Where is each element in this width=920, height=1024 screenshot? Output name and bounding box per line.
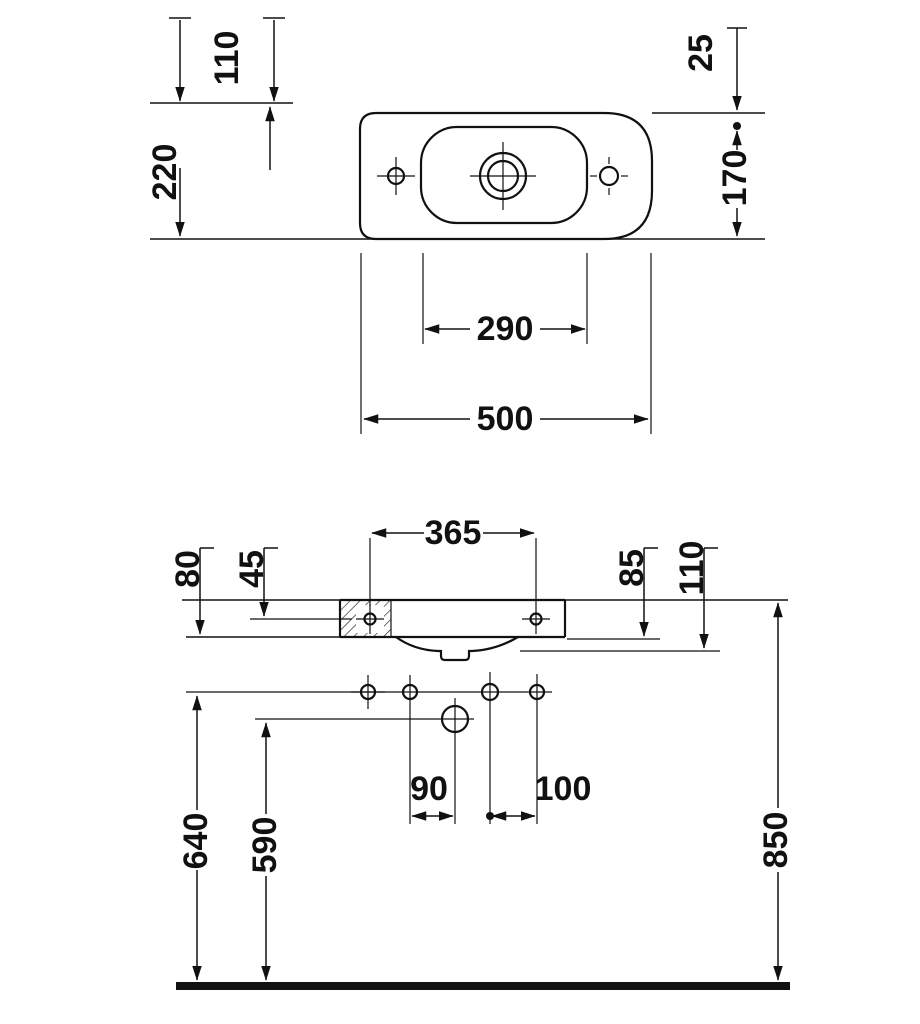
- dim-85-front: 85: [613, 547, 658, 637]
- plan-extension-lines: [150, 102, 765, 434]
- dim-590-front: 590: [246, 722, 284, 981]
- dim-640-front: 640: [177, 695, 215, 981]
- tap-hole-right-plan: [590, 157, 628, 195]
- floor-line: [176, 982, 790, 990]
- dim-label-110-front: 110: [673, 541, 711, 596]
- dim-100-front: 100: [486, 770, 592, 821]
- dim-365-front: 365: [369, 514, 537, 606]
- front-view: 365 80 45 85 110 90: [169, 514, 795, 990]
- tap-hole-left-front: [356, 604, 384, 634]
- dim-label-220-plan: 220: [146, 144, 184, 201]
- fixing-hole-right: [528, 674, 546, 824]
- dim-80-front: 80: [169, 547, 214, 635]
- dim-label-500-plan: 500: [477, 400, 534, 438]
- dim-110-plan: 110: [169, 17, 285, 102]
- dim-170-plan: 170: [716, 130, 754, 237]
- drain-hole-plan: [470, 142, 536, 210]
- tap-hole-left-plan: [377, 157, 415, 195]
- dim-25-plan: 25: [682, 27, 747, 130]
- bowl-underside: [395, 636, 519, 662]
- dim-label-170-plan: 170: [716, 150, 754, 207]
- dim-500-plan: 500: [363, 400, 649, 438]
- dim-label-80: 80: [169, 550, 207, 588]
- dim-label-640: 640: [177, 813, 215, 870]
- dim-label-90: 90: [410, 770, 448, 808]
- dim-label-850: 850: [757, 812, 795, 869]
- front-extension-lines: [182, 599, 788, 720]
- basin-front-outline: [338, 598, 567, 662]
- dim-label-290-plan: 290: [477, 310, 534, 348]
- dim-label-110-plan: 110: [208, 31, 246, 86]
- dim-290-plan: 290: [424, 310, 586, 348]
- dim-220-plan: 220: [146, 106, 275, 237]
- plan-view: 110 220 25 170 290: [146, 17, 765, 438]
- dim-45-front: 45: [233, 547, 278, 617]
- dim-label-365: 365: [425, 514, 482, 552]
- dim-90-front: 90: [410, 770, 454, 821]
- fixing-hole-mid: [401, 675, 419, 824]
- dim-label-590: 590: [246, 817, 284, 874]
- dim-110-front: 110: [673, 541, 718, 649]
- dim-label-85: 85: [613, 549, 651, 587]
- dim-label-25-plan: 25: [682, 34, 720, 72]
- dim-850-front: 850: [757, 602, 795, 981]
- fixing-hole-left: [351, 675, 385, 709]
- tap-hole-right-front: [522, 604, 550, 634]
- overflow-hole: [480, 672, 500, 824]
- drain-outlet-front: [440, 698, 470, 824]
- dim-label-45: 45: [233, 550, 271, 588]
- basin-outline: [358, 111, 654, 241]
- inner-bowl: [419, 125, 589, 225]
- dim-label-100: 100: [535, 770, 592, 808]
